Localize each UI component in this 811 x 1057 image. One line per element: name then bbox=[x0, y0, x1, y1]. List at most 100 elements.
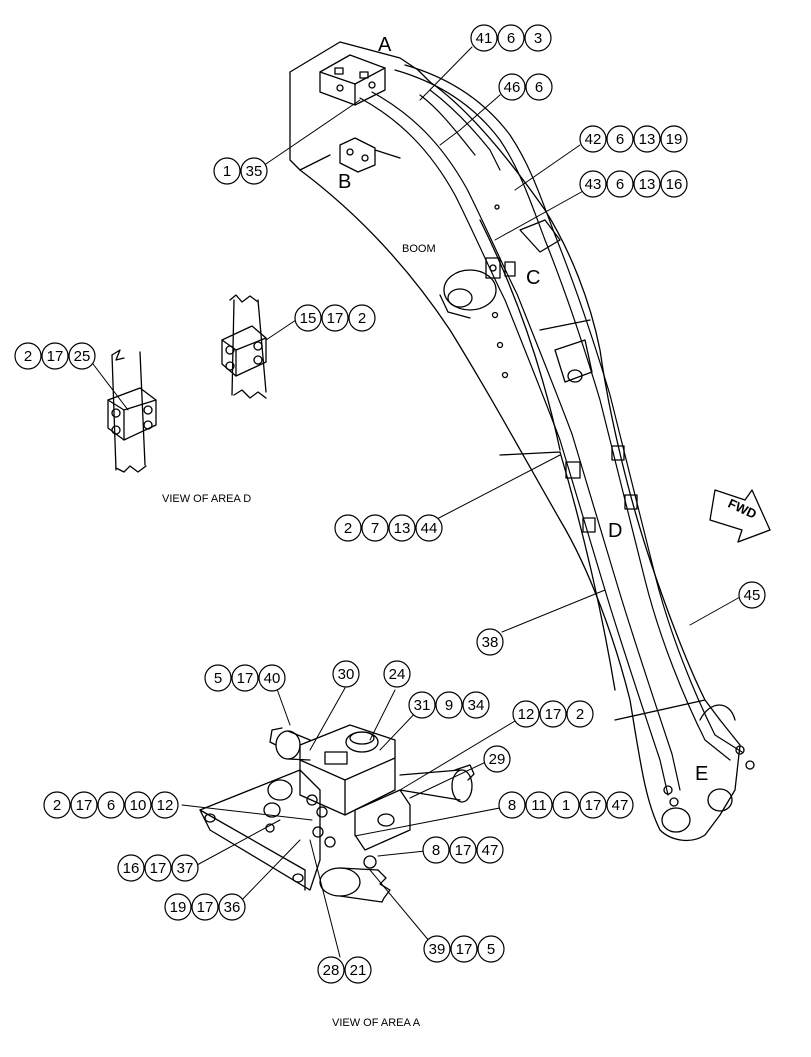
callout-number: 17 bbox=[150, 860, 167, 877]
callout-circle bbox=[483, 745, 511, 773]
callout-circle bbox=[332, 660, 360, 688]
callout-number: 12 bbox=[157, 797, 174, 814]
callout-circle bbox=[738, 581, 766, 609]
callout-number: 1 bbox=[223, 163, 231, 180]
callout-circle bbox=[476, 836, 504, 864]
callout-circle bbox=[449, 836, 477, 864]
callout-number: 9 bbox=[445, 697, 453, 714]
callout-circle bbox=[317, 956, 345, 984]
callout-circle bbox=[151, 791, 179, 819]
callout-45: 45 bbox=[738, 581, 766, 609]
callout-number: 17 bbox=[47, 348, 64, 365]
callout-number: 17 bbox=[545, 706, 562, 723]
callout-number: 30 bbox=[338, 666, 355, 683]
callout-number: 45 bbox=[744, 587, 761, 604]
callout-circle bbox=[124, 791, 152, 819]
callout-number: 3 bbox=[534, 30, 542, 47]
callout-number: 2 bbox=[24, 348, 32, 365]
callout-circle bbox=[218, 893, 246, 921]
callout-38: 38 bbox=[476, 628, 504, 656]
callout-circle bbox=[470, 24, 498, 52]
callout-number: 19 bbox=[666, 131, 683, 148]
callout-number: 15 bbox=[300, 310, 317, 327]
callout-number: 2 bbox=[53, 797, 61, 814]
callout-circle bbox=[497, 24, 525, 52]
callout-number: 2 bbox=[576, 706, 584, 723]
callout-number: 37 bbox=[177, 860, 194, 877]
callout-29: 29 bbox=[483, 745, 511, 773]
callout-circle bbox=[606, 791, 634, 819]
callout-circle bbox=[240, 157, 268, 185]
view-area-a-caption: VIEW OF AREA A bbox=[332, 1017, 421, 1029]
callout-number: 6 bbox=[107, 797, 115, 814]
callout-number: 16 bbox=[666, 176, 683, 193]
callout-circle bbox=[525, 73, 553, 101]
area-e-fittings bbox=[663, 745, 755, 807]
callout-number: 7 bbox=[371, 520, 379, 537]
callout-number: 5 bbox=[214, 670, 222, 687]
callout-circle bbox=[388, 514, 416, 542]
callout-circle bbox=[68, 342, 96, 370]
callout-number: 17 bbox=[455, 842, 472, 859]
callout-number: 17 bbox=[456, 941, 473, 958]
callout-number: 13 bbox=[639, 176, 656, 193]
callout-circle bbox=[361, 514, 389, 542]
callout-circle bbox=[539, 700, 567, 728]
area-d-detail-left bbox=[107, 349, 157, 473]
callout-number: 43 bbox=[585, 176, 602, 193]
callout-circle bbox=[231, 664, 259, 692]
callout-circle bbox=[462, 691, 490, 719]
callout-circle bbox=[606, 125, 634, 153]
callout-number: 38 bbox=[482, 634, 499, 651]
callout-circle bbox=[423, 935, 451, 963]
callout-circle bbox=[415, 514, 443, 542]
callout-circle bbox=[633, 125, 661, 153]
callout-30: 30 bbox=[332, 660, 360, 688]
callout-circle bbox=[633, 170, 661, 198]
callout-circle bbox=[213, 157, 241, 185]
callout-number: 13 bbox=[639, 131, 656, 148]
callout-number: 31 bbox=[414, 697, 431, 714]
callout-number: 11 bbox=[531, 797, 547, 814]
callout-circle bbox=[258, 664, 286, 692]
callout-number: 44 bbox=[421, 520, 438, 537]
area-c-clamp bbox=[485, 257, 516, 279]
callout-number: 6 bbox=[507, 30, 515, 47]
callout-circle bbox=[43, 791, 71, 819]
callout-number: 1 bbox=[562, 797, 570, 814]
callout-circle bbox=[450, 935, 478, 963]
callout-circle bbox=[344, 956, 372, 984]
callout-number: 2 bbox=[358, 310, 366, 327]
callout-number: 29 bbox=[489, 751, 506, 768]
callout-circle bbox=[171, 854, 199, 882]
callout-number: 8 bbox=[432, 842, 440, 859]
callout-number: 10 bbox=[130, 797, 147, 814]
callout-circle bbox=[660, 170, 688, 198]
area-letter-a: A bbox=[378, 34, 392, 56]
callout-circle bbox=[579, 170, 607, 198]
callout-number: 36 bbox=[224, 899, 241, 916]
area-d-clamps bbox=[565, 445, 638, 533]
area-b-clamp bbox=[339, 137, 401, 173]
callout-circle bbox=[191, 893, 219, 921]
callout-circle bbox=[660, 125, 688, 153]
callout-circle bbox=[294, 304, 322, 332]
callout-circle bbox=[498, 791, 526, 819]
callout-number: 28 bbox=[323, 962, 340, 979]
area-letter-b: B bbox=[338, 171, 351, 193]
callout-number: 34 bbox=[468, 697, 485, 714]
callout-number: 2 bbox=[344, 520, 352, 537]
